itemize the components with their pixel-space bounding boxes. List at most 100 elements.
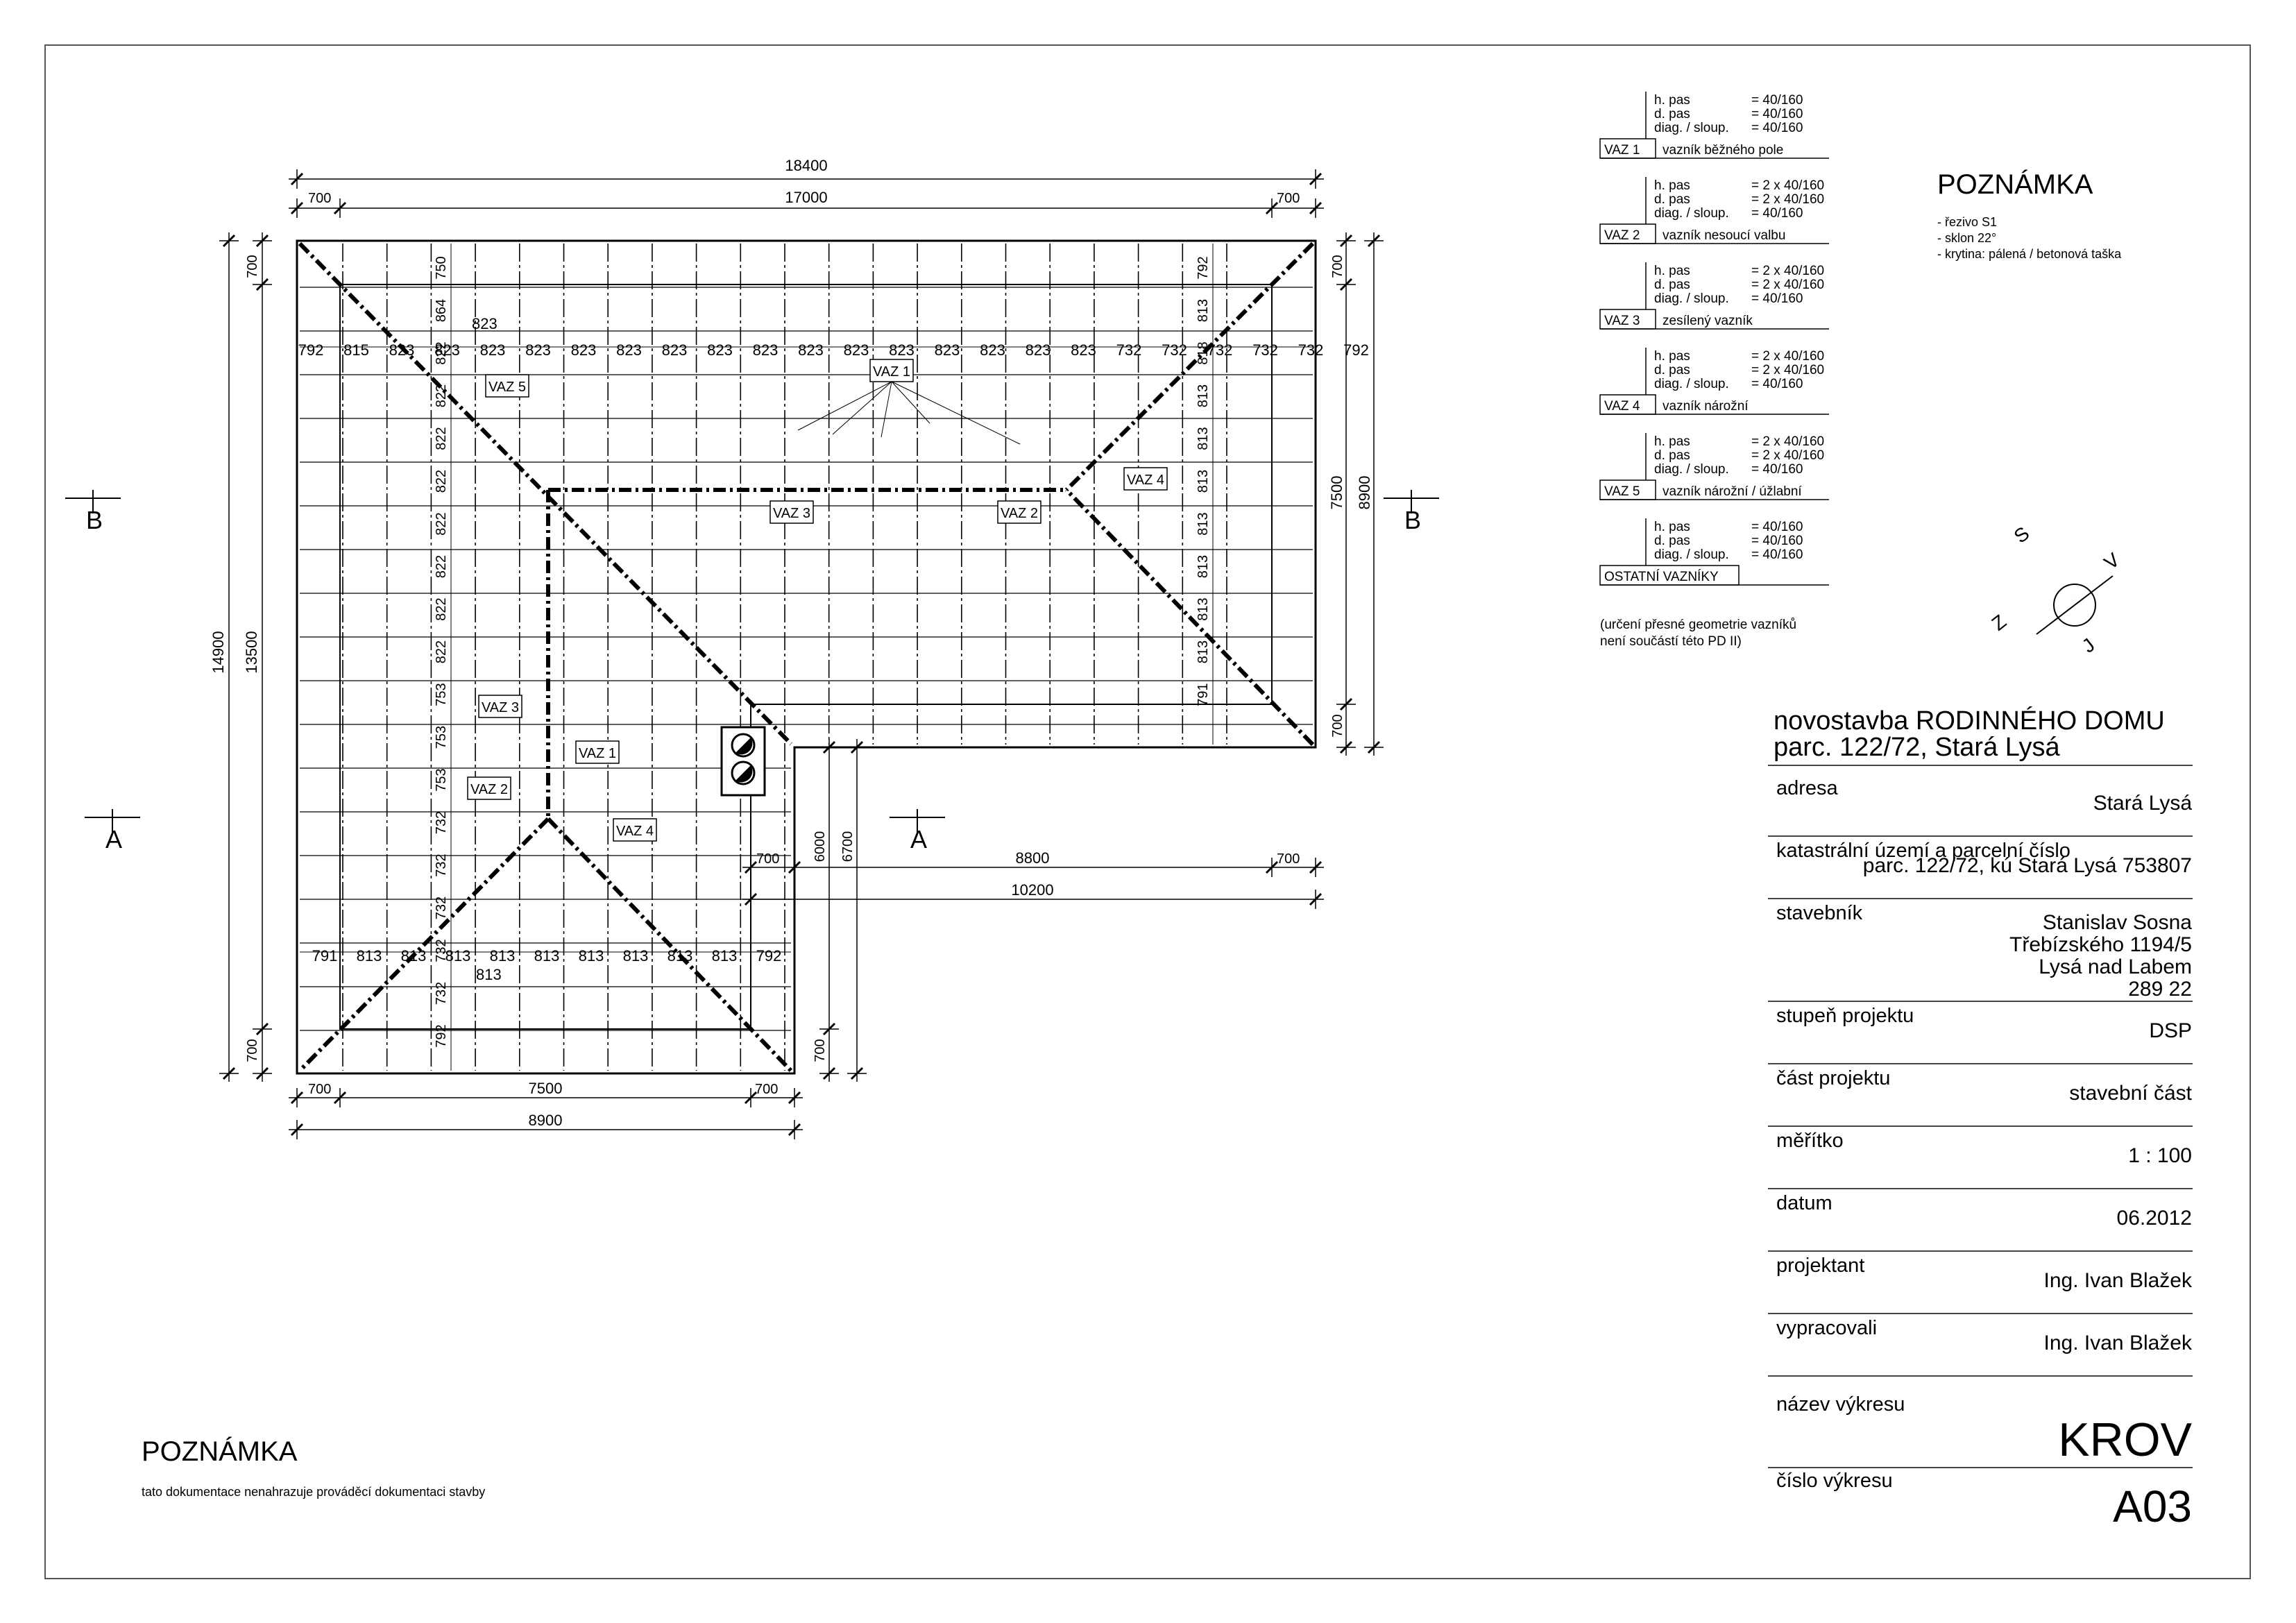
dim-tick <box>255 278 269 291</box>
spacing-left: 732 <box>434 897 449 919</box>
legend-desc: zesílený vazník <box>1663 314 1753 328</box>
title-block-label: datum <box>1776 1192 1832 1214</box>
title-block-divider <box>1768 1313 2193 1314</box>
spacing-top: 815 <box>343 341 369 359</box>
dim-tick <box>1339 697 1353 711</box>
compass-s: S <box>2010 522 2034 547</box>
title-block-value: 06.2012 <box>2117 1207 2192 1230</box>
spacing-right: 813 <box>1196 640 1211 663</box>
legend-tag: VAZ 3 <box>1604 314 1640 328</box>
legend-row-value: = 2 x 40/160 <box>1751 278 1824 292</box>
legend-tag: VAZ 4 <box>1604 399 1640 414</box>
dim-tick <box>333 201 347 215</box>
legend-desc: vazník nárožní / úžlabní <box>1663 484 1802 499</box>
dim-bottom-left: 700 <box>308 1082 331 1097</box>
legend-row-label: h. pas <box>1654 93 1690 108</box>
truss-tag-box <box>769 500 814 524</box>
spacing-top: 823 <box>980 341 1005 359</box>
title-block-divider <box>1768 835 2193 837</box>
compass-v: V <box>2100 549 2124 574</box>
dim-tick <box>822 1022 836 1036</box>
section-b-left: B <box>86 506 103 534</box>
dim-tick <box>744 1091 758 1105</box>
title-block-value-line: 06.2012 <box>2116 1207 2192 1230</box>
note-top-title: POZNÁMKA <box>1937 169 2093 200</box>
sheet-frame <box>44 44 2251 1579</box>
dim-tick <box>290 1091 304 1105</box>
title-block-divider <box>1768 1188 2193 1189</box>
dim-right-top: 700 <box>1330 255 1345 278</box>
spacing-top: 823 <box>889 341 915 359</box>
title-block-divider <box>1768 1250 2193 1252</box>
spacing-bottom: 813 <box>534 947 560 965</box>
legend-row-value: = 40/160 <box>1751 547 1803 562</box>
spacing-left: 753 <box>434 726 449 749</box>
spacing-bottom: 813 <box>357 947 382 965</box>
spacing-top: 823 <box>480 341 506 359</box>
dim-right-bottom: 700 <box>1330 714 1345 737</box>
wall-outline <box>339 284 1273 1030</box>
truss-tag-box <box>467 776 511 800</box>
chimney <box>720 726 766 797</box>
title-block-divider <box>1768 1063 2193 1064</box>
dimension-lines <box>219 169 1384 1139</box>
spacing-left: 753 <box>434 768 449 791</box>
title-block-label: vypracovali <box>1776 1317 1878 1339</box>
title-block-value: parc. 122/72, kú Stará Lysá 753807 <box>1863 855 2192 877</box>
dim-tick <box>1367 740 1381 754</box>
legend-desc: vazník běžného pole <box>1663 143 1783 158</box>
dim-right-inner: 7500 <box>1328 476 1345 510</box>
dim-wing-v1: 6000 <box>813 831 828 863</box>
title-block-divider <box>1768 1467 2193 1468</box>
legend-row-value: = 40/160 <box>1751 534 1803 548</box>
dim-tick <box>788 1123 801 1137</box>
dim-tick <box>290 1123 304 1137</box>
truss-tag-box <box>613 818 657 842</box>
note-top-line-3: - krytina: pálená / betonová taška <box>1937 247 2122 261</box>
legend-row-label: d. pas <box>1654 278 1690 292</box>
legend-tag: VAZ 1 <box>1604 143 1640 158</box>
truss-tag-label: VAZ 1 <box>579 746 616 761</box>
dim-tick <box>744 860 758 874</box>
legend-tag-box <box>1599 223 1656 244</box>
spacing-bottom: 813 <box>579 947 604 965</box>
spacing-left: 732 <box>434 982 449 1005</box>
spacing-top: 732 <box>1207 341 1233 359</box>
spacing-top: 823 <box>571 341 597 359</box>
spacing-left: 822 <box>434 597 449 620</box>
spacing-top: 732 <box>1298 341 1324 359</box>
hip-line <box>546 817 793 1073</box>
dim-tick <box>1309 892 1323 906</box>
dim-left-inner: 13500 <box>243 631 260 673</box>
dim-top-right: 700 <box>1277 191 1300 206</box>
spacing-left: 822 <box>434 512 449 535</box>
spacing-left: 822 <box>434 427 449 450</box>
spacing-top: 823 <box>662 341 688 359</box>
title-block-value-line: stavební část <box>2069 1082 2192 1105</box>
legend-tag-box <box>1599 309 1656 330</box>
title-block-divider <box>1768 1001 2193 1002</box>
spacing-top: 792 <box>1343 341 1369 359</box>
spacing-bottom: 813 <box>623 947 649 965</box>
title-block-value-line: Ing. Ivan Blažek <box>2043 1269 2192 1292</box>
spacing-top: 823 <box>1026 341 1051 359</box>
truss-tag-box <box>485 374 529 398</box>
spacing-right: 813 <box>1196 299 1211 322</box>
legend-row-label: diag. / sloup. <box>1654 206 1729 221</box>
dim-bottom-right: 700 <box>755 1082 778 1097</box>
legend-desc: vazník nárožní <box>1663 399 1749 414</box>
title-block-value-line: Třebízského 1194/5 <box>2009 933 2192 956</box>
dim-top-total: 18400 <box>785 157 827 174</box>
legend-row-value: = 40/160 <box>1751 107 1803 121</box>
spacing-top: 823 <box>434 341 460 359</box>
spacing-bottom: 792 <box>756 947 782 965</box>
truss-tag-label: VAZ 4 <box>616 824 654 839</box>
title-block-value: Stará Lysá <box>2093 792 2192 815</box>
title-block-value-line: 289 22 <box>2128 978 2192 1001</box>
spacing-top: 732 <box>1252 341 1278 359</box>
spacing-top: 823 <box>525 341 551 359</box>
title-block-label: katastrální území a parcelní číslo <box>1776 840 2070 862</box>
